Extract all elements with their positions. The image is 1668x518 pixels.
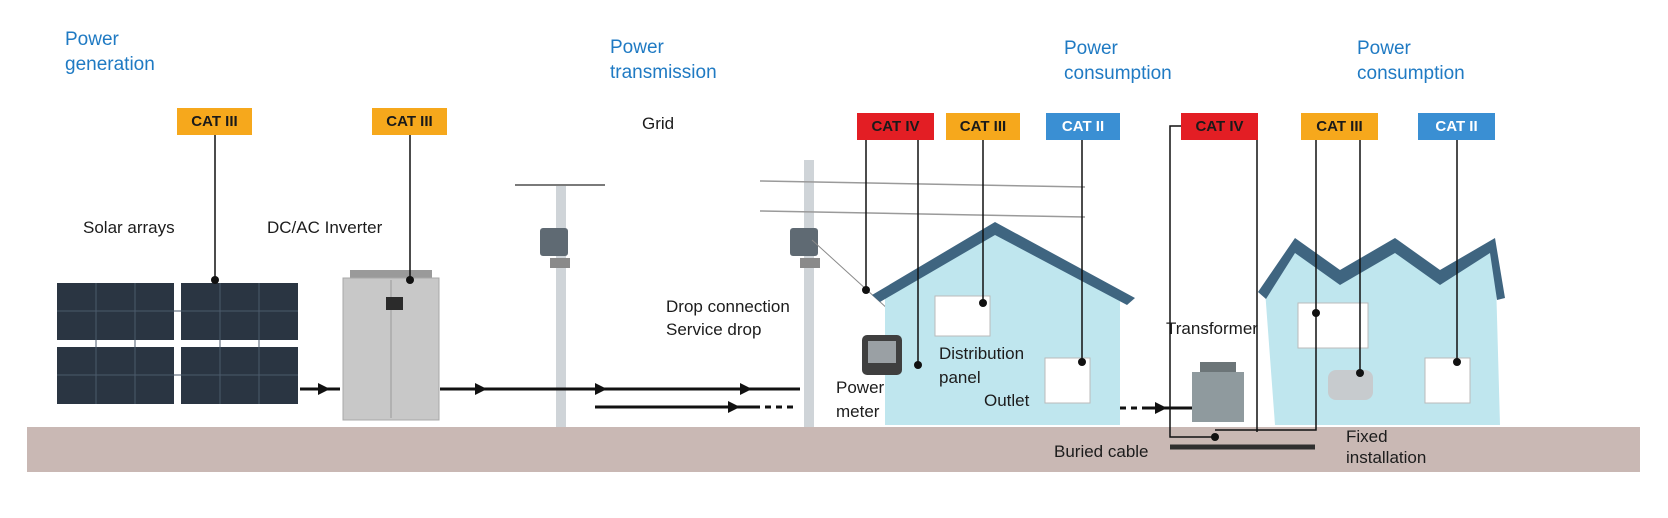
factory-building: [1258, 238, 1505, 425]
label-line: meter: [836, 402, 880, 421]
label-transformer: Transformer: [1166, 319, 1258, 338]
label-service-drop: Service drop: [666, 320, 762, 339]
power-flow-lines: [300, 383, 1192, 414]
section-power-consumption-factory: Power consumption: [1357, 36, 1465, 86]
cat-badge-house-meter: CAT IV: [857, 113, 934, 140]
label-grid: Grid: [642, 114, 675, 133]
label-fixed-installation: Fixed installation: [1346, 426, 1426, 468]
section-title-line: Power: [1357, 38, 1411, 59]
label-buried-cable: Buried cable: [1054, 442, 1149, 461]
label-solar-arrays: Solar arrays: [83, 218, 175, 237]
label-line: Distribution: [939, 344, 1025, 363]
solar-arrays: [57, 283, 298, 404]
ground: [27, 427, 1640, 472]
section-title-line: consumption: [1357, 63, 1465, 84]
section-title-line: Power: [610, 37, 664, 58]
label-outlet: Outlet: [984, 391, 1030, 410]
power-meter: [862, 335, 902, 375]
label-line: Fixed: [1346, 427, 1388, 446]
badge-leader-dots: [211, 276, 1461, 441]
label-line: installation: [1346, 448, 1427, 467]
label-drop-connection: Drop connection: [666, 297, 790, 316]
section-title-line: consumption: [1064, 63, 1172, 84]
cat-badge-factory-panel: CAT III: [1301, 113, 1378, 140]
cat-badge-factory-outlet: CAT II: [1418, 113, 1495, 140]
cat-badge-factory-transformer: CAT IV: [1181, 113, 1258, 140]
section-title-line: generation: [65, 54, 155, 75]
label-distribution-panel: Distribution panel: [939, 342, 1024, 390]
utility-pole-1: [515, 184, 605, 427]
label-line: panel: [939, 368, 981, 387]
cat-badge-solar: CAT III: [177, 108, 252, 135]
label-power-meter: Power meter: [836, 376, 884, 424]
label-inverter: DC/AC Inverter: [267, 218, 383, 237]
cat-badge-house-panel: CAT III: [946, 113, 1020, 140]
section-power-consumption-house: Power consumption: [1064, 36, 1172, 86]
inverter-cabinet: [342, 270, 440, 421]
section-power-generation: Power generation: [65, 27, 155, 77]
section-title-line: Power: [65, 29, 119, 50]
utility-pole-2: [759, 160, 1086, 427]
transformer: [1192, 362, 1244, 422]
label-line: Power: [836, 378, 885, 397]
section-title-line: transmission: [610, 62, 717, 83]
section-power-transmission: Power transmission: [610, 35, 717, 85]
cat-badge-inverter: CAT III: [372, 108, 447, 135]
section-title-line: Power: [1064, 38, 1118, 59]
cat-badge-house-outlet: CAT II: [1046, 113, 1120, 140]
badge-leader-lines: [214, 125, 1458, 438]
